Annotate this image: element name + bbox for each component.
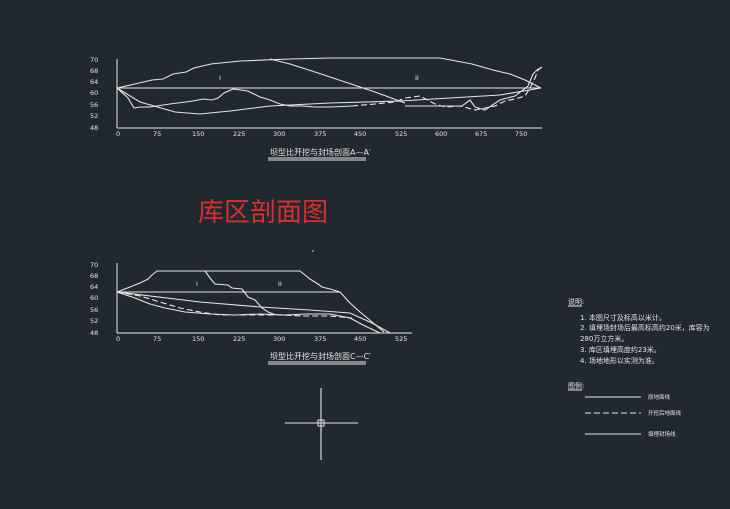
legend-heading: 图例:	[568, 381, 584, 390]
notes-block: 说明: 1. 本图尺寸及标高以米计。 2. 填埋场封场后最高标高约20米，库容为…	[568, 297, 710, 365]
legend-label: 开挖后地面线	[648, 409, 682, 417]
excavation-bottom-aa	[116, 87, 542, 115]
y-tick-label: 48	[90, 329, 98, 337]
x-tick-label: 750	[515, 130, 527, 138]
x-tick-labels-cc: 0 75 150 225 300 375 450 525	[116, 335, 407, 343]
section-caption-cc: 坝型比开挖与封场剖面C—C′	[270, 351, 371, 361]
y-tick-label: 68	[90, 67, 98, 75]
x-tick-label: 300	[273, 335, 285, 343]
y-tick-label: 52	[90, 317, 98, 325]
closure-profile-cc	[116, 270, 385, 333]
y-tick-label: 68	[90, 272, 98, 280]
x-tick-label: 300	[273, 130, 285, 138]
x-tick-label: 600	[435, 130, 447, 138]
x-tick-label: 375	[314, 130, 326, 138]
x-tick-label: 450	[354, 335, 366, 343]
legend-block: 图例: 原地面线 开挖后地面线 填埋封场线	[568, 381, 682, 438]
y-tick-label: 64	[90, 78, 98, 86]
x-tick-label: 150	[192, 130, 204, 138]
closure-profile-aa	[116, 57, 542, 89]
y-tick-label: 64	[90, 283, 98, 291]
y-tick-label: 48	[90, 124, 98, 132]
slope-line-cc	[116, 291, 391, 334]
region-label: II	[415, 74, 419, 82]
notes-heading: 说明:	[568, 297, 584, 306]
region-label: I	[196, 280, 198, 288]
x-tick-label: 525	[395, 335, 407, 343]
x-tick-label: 75	[153, 130, 161, 138]
note-line: 4. 场地地形以实测为准。	[580, 356, 659, 365]
original-ground-cc	[116, 291, 381, 334]
note-line: 280万立方米。	[580, 334, 628, 343]
dot-marker	[312, 250, 314, 252]
x-tick-label: 450	[354, 130, 366, 138]
x-tick-label: 0	[116, 130, 120, 138]
ground-line-right-aa	[405, 66, 543, 111]
note-line: 2. 填埋场封场后最高标高约20米，库容为	[580, 323, 710, 332]
crosshair-cursor-icon	[285, 388, 358, 460]
excavated-ground-aa	[351, 66, 543, 111]
y-tick-label: 60	[90, 89, 98, 97]
note-line: 1. 本图尺寸及标高以米计。	[580, 313, 666, 322]
y-tick-label: 60	[90, 294, 98, 302]
x-tick-label: 0	[116, 335, 120, 343]
y-tick-label: 52	[90, 112, 98, 120]
x-tick-label: 75	[153, 335, 161, 343]
section-cc: 70 68 64 60 56 52 48 0 75 150 225 300 37…	[90, 261, 412, 365]
main-title: 库区剖面图	[198, 198, 328, 228]
y-tick-label: 56	[90, 101, 98, 109]
y-tick-label: 56	[90, 306, 98, 314]
x-tick-label: 675	[475, 130, 487, 138]
x-tick-label: 375	[314, 335, 326, 343]
legend-label: 填埋封场线	[648, 430, 676, 438]
x-tick-labels-aa: 0 75 150 225 300 375 450 525 600 675 750	[116, 130, 527, 138]
y-tick-label: 70	[90, 261, 98, 269]
x-tick-label: 150	[192, 335, 204, 343]
section-caption-aa: 坝型比开挖与封场剖面A—A′	[270, 147, 371, 157]
legend-label: 原地面线	[648, 393, 671, 401]
fill-boundary-cc	[204, 270, 277, 316]
fill-boundary-aa	[269, 58, 406, 104]
original-ground-aa	[116, 87, 353, 109]
excavated-ground-cc	[116, 291, 353, 319]
region-label: I	[219, 74, 221, 82]
x-tick-label: 525	[395, 130, 407, 138]
y-tick-label: 70	[90, 56, 98, 64]
y-tick-labels-cc: 70 68 64 60 56 52 48	[90, 261, 98, 337]
note-line: 3. 库区填埋高度约23米。	[580, 345, 661, 354]
y-tick-labels-aa: 70 68 64 60 56 52 48	[90, 56, 98, 132]
region-label: II	[278, 280, 282, 288]
x-tick-label: 225	[233, 335, 245, 343]
x-tick-label: 225	[233, 130, 245, 138]
section-aa: 70 68 64 60 56 52 48 0 75 150 225 300 37…	[90, 56, 543, 161]
